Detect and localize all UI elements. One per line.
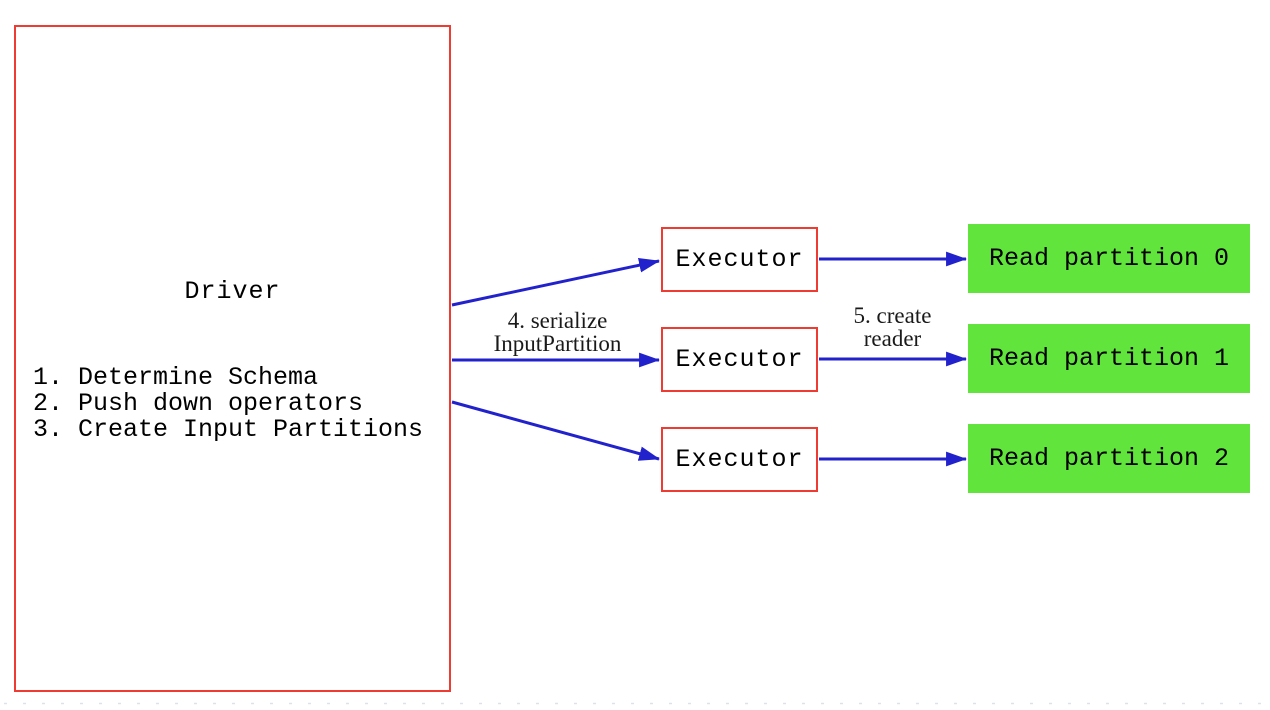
create-reader-label: 5. create reader (820, 304, 965, 350)
executor-2-label: Executor (675, 445, 804, 474)
reader-label-line2: reader (863, 326, 922, 351)
read-partition-box-2: Read partition 2 (968, 424, 1250, 493)
serialize-inputpartition-label: 4. serialize InputPartition (450, 309, 665, 355)
read-partition-box-0: Read partition 0 (968, 224, 1250, 293)
executor-box-1: Executor (661, 327, 818, 392)
driver-title: Driver (184, 277, 281, 306)
read-partition-0-label: Read partition 0 (988, 244, 1230, 273)
arrow-driver-to-executor-0 (451, 257, 661, 307)
read-partition-2-label: Read partition 2 (988, 444, 1230, 473)
reader-label-line1: 5. create (853, 303, 932, 328)
read-partition-box-1: Read partition 1 (968, 324, 1250, 393)
arrow-driver-to-executor-2 (451, 400, 661, 461)
driver-step-3: 3. Create Input Partitions (33, 415, 424, 444)
driver-step-2: 2. Push down operators (33, 389, 364, 418)
driver-step-1: 1. Determine Schema (33, 363, 319, 392)
serialize-label-line1: 4. serialize (507, 308, 608, 333)
executor-box-2: Executor (661, 427, 818, 492)
serialize-label-line2: InputPartition (493, 331, 622, 356)
executor-1-label: Executor (675, 345, 804, 374)
executor-0-label: Executor (675, 245, 804, 274)
driver-steps-list: 1. Determine Schema 2. Push down operato… (33, 365, 423, 443)
driver-box: Driver 1. Determine Schema 2. Push down … (14, 25, 451, 692)
executor-box-0: Executor (661, 227, 818, 292)
read-partition-1-label: Read partition 1 (988, 344, 1230, 373)
